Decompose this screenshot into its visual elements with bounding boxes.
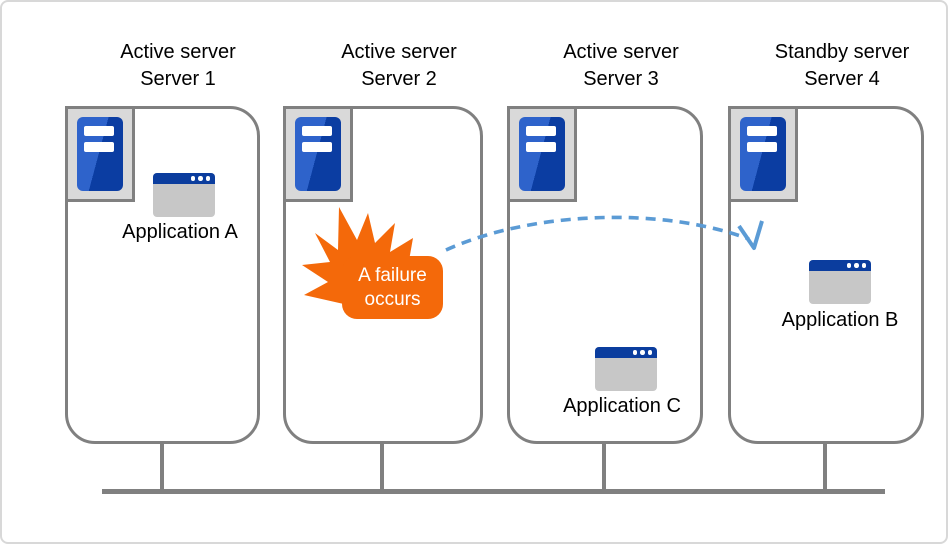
server2-icon bbox=[283, 106, 353, 202]
server1-name: Server 1 bbox=[140, 68, 216, 90]
network-stub-server3 bbox=[602, 442, 606, 491]
server3-name: Server 3 bbox=[583, 68, 659, 90]
window-buttons-icon bbox=[846, 263, 866, 268]
application-c-window-icon bbox=[595, 347, 657, 391]
network-stub-server2 bbox=[380, 442, 384, 491]
server1-icon bbox=[65, 106, 135, 202]
server-tower-icon bbox=[77, 117, 123, 191]
server2-role: Active server bbox=[341, 41, 457, 63]
server4-icon bbox=[728, 106, 798, 202]
network-bus-line bbox=[102, 489, 885, 494]
server2-name: Server 2 bbox=[361, 68, 437, 90]
window-buttons-icon bbox=[632, 350, 652, 355]
server-tower-icon bbox=[740, 117, 786, 191]
server-drive-bay-icon bbox=[747, 126, 777, 136]
server-drive-bay-icon bbox=[526, 142, 556, 152]
server-drive-bay-icon bbox=[84, 126, 114, 136]
server4-role: Standby server bbox=[774, 41, 910, 63]
server-drive-bay-icon bbox=[747, 142, 777, 152]
server-tower-icon bbox=[295, 117, 341, 191]
network-stub-server4 bbox=[823, 442, 827, 491]
application-a-window-icon bbox=[153, 173, 215, 217]
server-tower-icon bbox=[519, 117, 565, 191]
failure-text-line1: A failure bbox=[358, 264, 427, 286]
window-titlebar-icon bbox=[595, 347, 657, 358]
window-buttons-icon bbox=[190, 176, 210, 181]
server3-role: Active server bbox=[563, 41, 679, 63]
application-a-label: Application A bbox=[122, 221, 238, 243]
server1-role: Active server bbox=[120, 41, 236, 63]
window-titlebar-icon bbox=[153, 173, 215, 184]
server1-title: Active server Server 1 bbox=[58, 39, 298, 93]
application-b-window-icon bbox=[809, 260, 871, 304]
server3-title: Active server Server 3 bbox=[501, 39, 741, 93]
server-drive-bay-icon bbox=[302, 142, 332, 152]
server4-name: Server 4 bbox=[804, 68, 880, 90]
failover-arrow-icon bbox=[445, 215, 764, 252]
server4-title: Standby server Server 4 bbox=[722, 39, 946, 93]
server3-icon bbox=[507, 106, 577, 202]
server-drive-bay-icon bbox=[84, 142, 114, 152]
window-titlebar-icon bbox=[809, 260, 871, 271]
application-c-label: Application C bbox=[563, 395, 681, 417]
network-stub-server1 bbox=[160, 442, 164, 491]
server-drive-bay-icon bbox=[526, 126, 556, 136]
server2-title: Active server Server 2 bbox=[279, 39, 519, 93]
failure-text-line2: occurs bbox=[364, 288, 421, 310]
server-drive-bay-icon bbox=[302, 126, 332, 136]
failure-callout: A failure occurs bbox=[342, 256, 443, 319]
application-b-label: Application B bbox=[781, 309, 899, 331]
